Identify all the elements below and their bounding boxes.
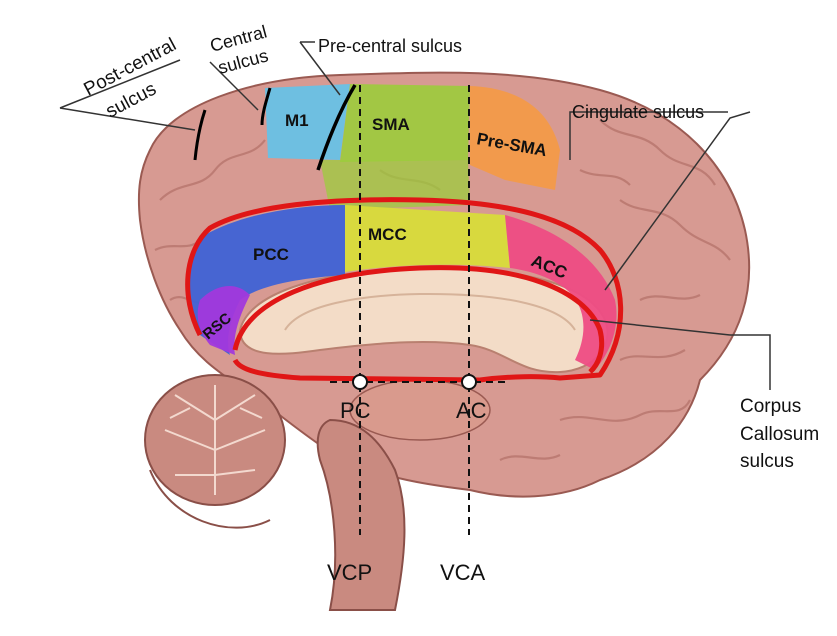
label-sulcus: sulcus bbox=[740, 451, 794, 472]
label-ac: AC bbox=[456, 398, 487, 423]
label-pre-central-sulcus: Pre-central sulcus bbox=[318, 36, 462, 56]
region-label-m1: M1 bbox=[285, 111, 309, 130]
region-label-mcc: MCC bbox=[368, 225, 407, 244]
label-corpus: Corpus bbox=[740, 396, 801, 417]
cerebellum bbox=[145, 375, 285, 528]
label-vcp: VCP bbox=[327, 560, 372, 585]
label-vca: VCA bbox=[440, 560, 486, 585]
label-cingulate-sulcus: Cingulate sulcus bbox=[572, 102, 704, 122]
ac-point bbox=[462, 375, 476, 389]
label-callosum: Callosum bbox=[740, 424, 819, 445]
pc-point bbox=[353, 375, 367, 389]
region-label-sma: SMA bbox=[372, 115, 410, 134]
label-pc: PC bbox=[340, 398, 371, 423]
region-label-pcc: PCC bbox=[253, 245, 289, 264]
